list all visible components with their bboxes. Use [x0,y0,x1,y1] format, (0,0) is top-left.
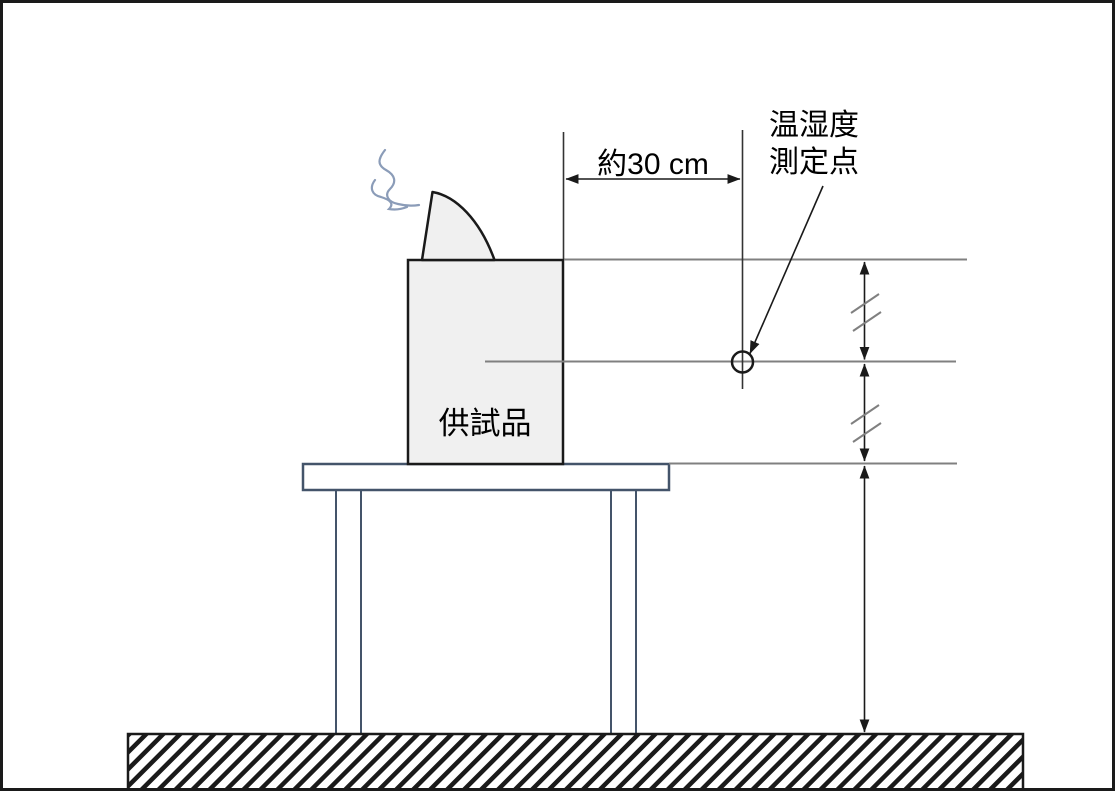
circle-crosshair-marker [730,350,755,374]
break-mark [850,404,880,425]
floor-hatch [126,732,1025,788]
table-right-leg [610,489,637,735]
measurement-point-label-line2: 測定点 [769,146,859,179]
distance-label: 約30 cm [597,148,709,181]
reference-lines [485,258,967,465]
leader-arrow [749,185,824,354]
extension-lines [562,130,744,389]
break-mark [852,422,882,443]
break-mark [852,311,882,332]
steam-wisp-right [378,148,421,207]
steam-wisps-icon [370,148,421,211]
measurement-point-label: 温湿度 測定点 [769,107,859,181]
table-top [301,462,671,492]
break-mark [850,293,880,314]
specimen-lid-shape [420,190,496,262]
table-left-leg [335,489,362,735]
specimen-label: 供試品 [438,406,532,441]
measurement-point-label-line1: 温湿度 [769,109,859,142]
table [301,462,671,735]
steam-wisp-left [370,178,409,211]
double-slash-break-marks [850,293,882,443]
diagram-drawing [126,130,1025,788]
